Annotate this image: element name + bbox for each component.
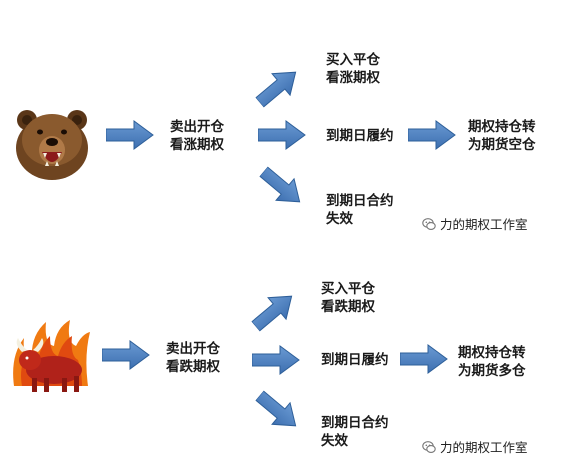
result-long-futures-label: 期权持仓转为期货多仓	[458, 345, 526, 379]
arrow-right-icon	[102, 340, 150, 370]
arrow-down-right-icon	[254, 160, 310, 214]
arrow-right-icon	[408, 120, 456, 150]
arrow-right-icon	[400, 344, 448, 374]
watermark: 力的期权工作室	[422, 214, 528, 233]
buy-close-call-label: 买入平仓看涨期权	[326, 52, 380, 86]
wechat-icon	[422, 217, 436, 230]
sell-open-put-label: 卖出开仓看跌期权	[166, 341, 220, 375]
wechat-icon	[422, 440, 436, 453]
watermark-text: 力的期权工作室	[440, 440, 528, 455]
buy-close-put-label: 买入平仓看跌期权	[321, 281, 375, 315]
watermark-text: 力的期权工作室	[440, 217, 528, 232]
expiry-expire-label: 到期日合约失效	[321, 415, 389, 449]
watermark: 力的期权工作室	[422, 437, 528, 456]
bull-image	[8, 316, 94, 400]
expiry-expire-label: 到期日合约失效	[326, 193, 394, 227]
arrow-down-right-icon	[250, 384, 306, 438]
result-short-futures-label: 期权持仓转为期货空仓	[468, 119, 536, 153]
expiry-exercise-label: 到期日履约	[326, 128, 394, 144]
arrow-right-icon	[106, 120, 154, 150]
expiry-exercise-label: 到期日履约	[321, 352, 389, 368]
arrow-up-right-icon	[246, 284, 302, 338]
arrow-right-icon	[258, 120, 306, 150]
arrow-up-right-icon	[250, 60, 306, 114]
arrow-right-icon	[252, 345, 300, 375]
bear-image	[12, 100, 92, 186]
sell-open-call-label: 卖出开仓看涨期权	[170, 119, 224, 153]
